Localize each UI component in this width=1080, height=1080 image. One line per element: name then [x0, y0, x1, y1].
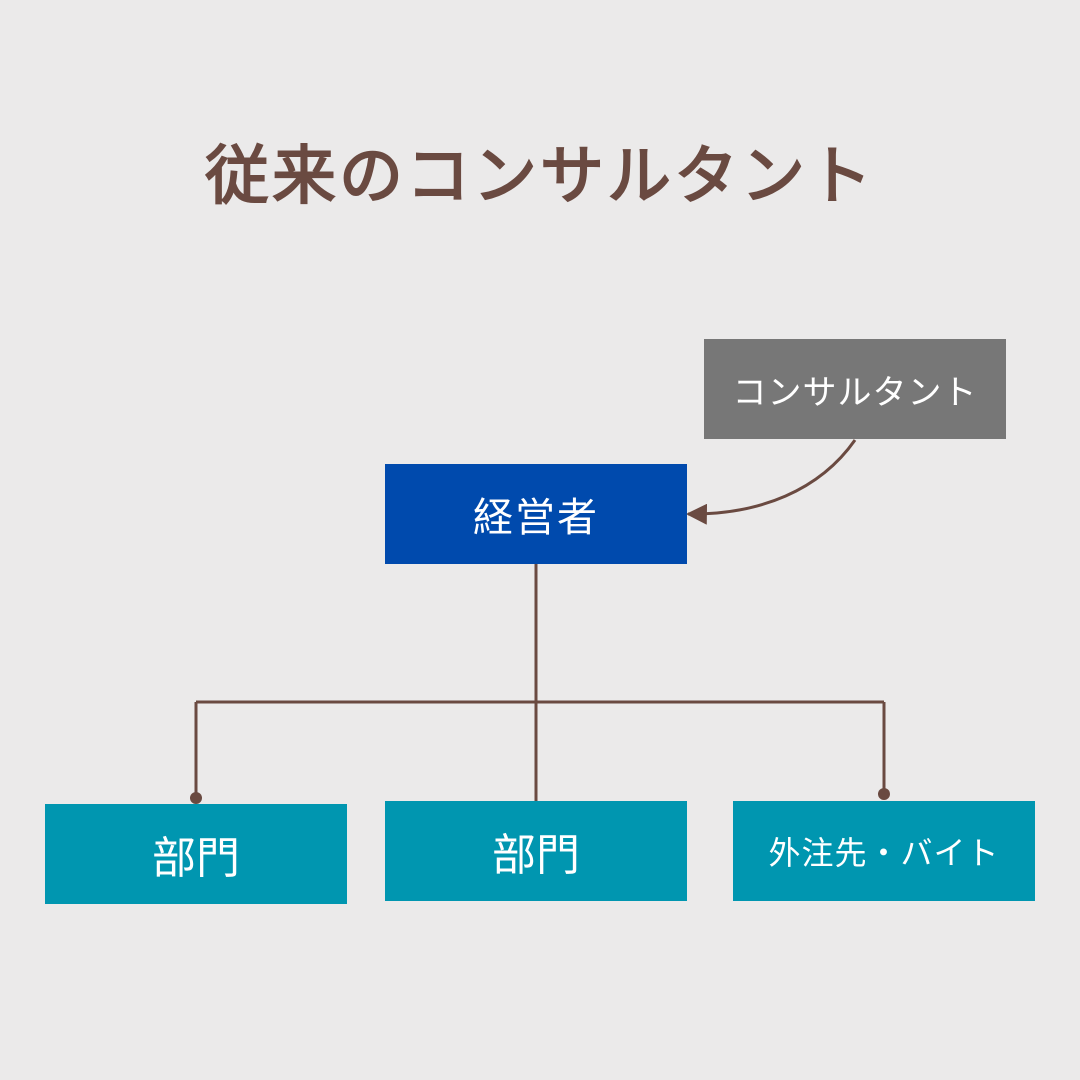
department-node-1: 部門: [45, 804, 347, 904]
consultant-to-executive-arrow: [685, 439, 857, 525]
department-node-1-label: 部門: [152, 833, 240, 884]
outsource-node-label: 外注先・バイト: [768, 834, 1000, 872]
branch-left-dot: [190, 792, 202, 804]
branch-right-dot: [878, 788, 890, 800]
executive-node-label: 経営者: [473, 495, 599, 541]
diagram-title: 従来のコンサルタント: [205, 140, 875, 214]
department-node-2: 部門: [385, 801, 687, 901]
consultant-node-label: コンサルタント: [732, 372, 978, 413]
executive-node: 経営者: [385, 464, 687, 564]
department-node-2-label: 部門: [492, 830, 580, 881]
consultant-node: コンサルタント: [704, 339, 1006, 439]
outsource-node: 外注先・バイト: [733, 801, 1035, 901]
